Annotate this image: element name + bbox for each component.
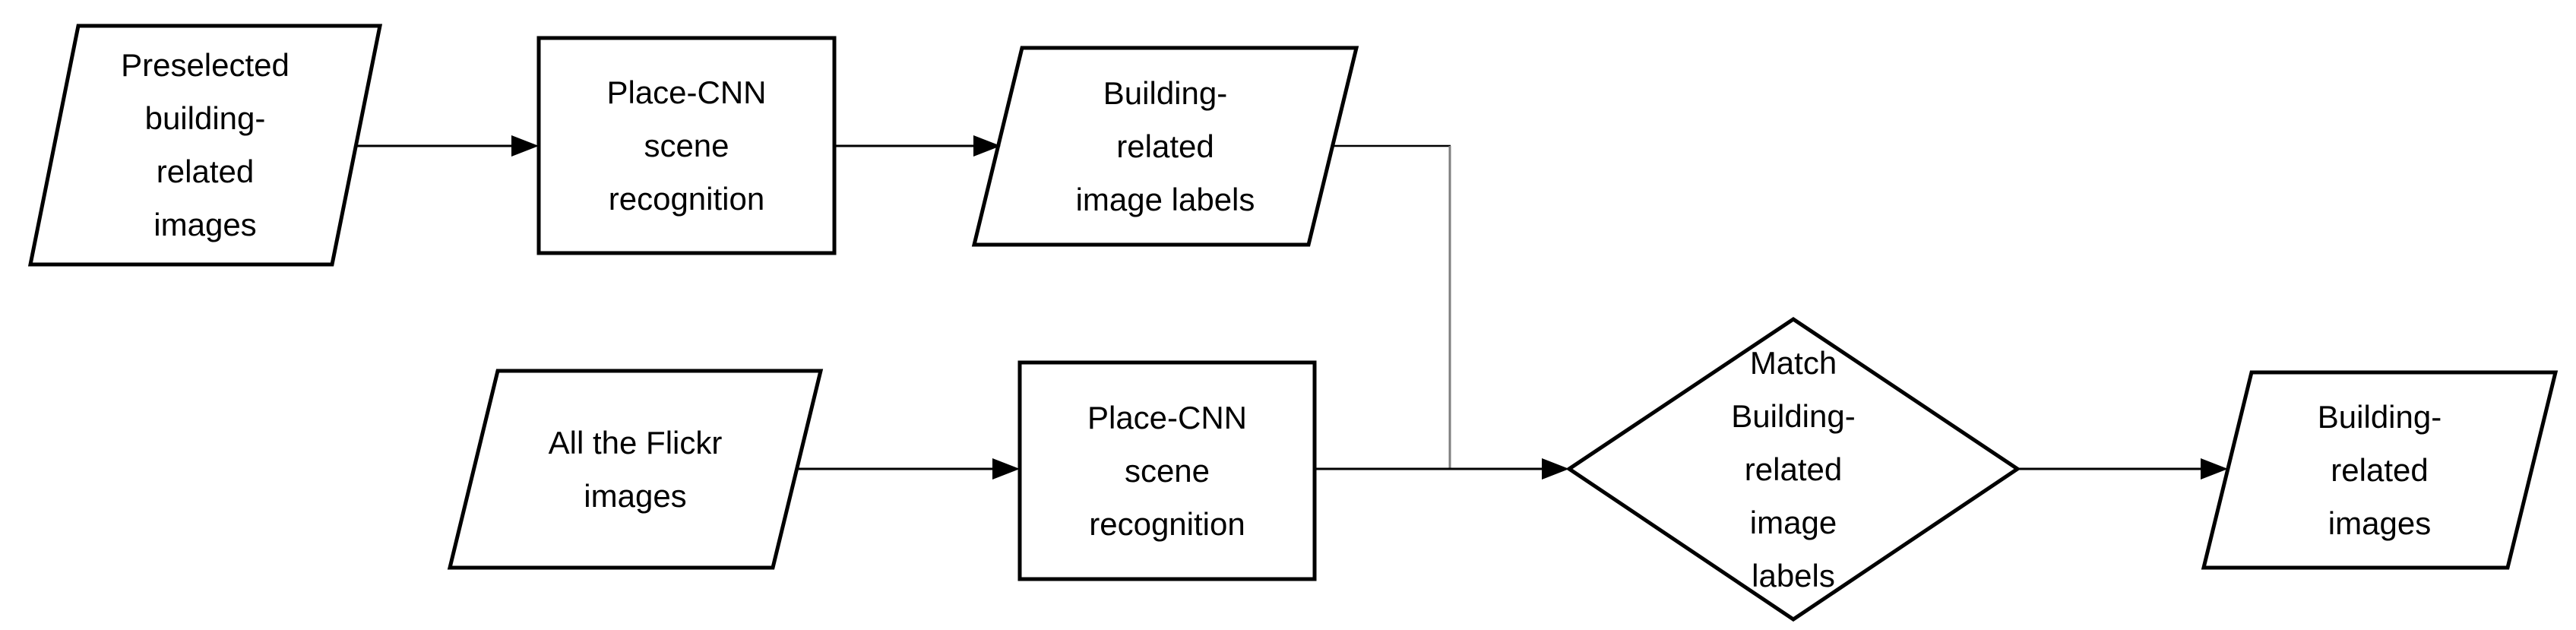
parallelogram-preselected-images xyxy=(27,24,383,267)
parallelogram-all-flickr-images xyxy=(447,369,824,570)
arrow-match-to-result-head xyxy=(2201,458,2228,480)
parallelogram-building-images-result xyxy=(2201,370,2559,570)
arrow-placecnn-to-match-head xyxy=(1542,458,1569,480)
arrow-placecnn-to-labels-head xyxy=(973,135,1001,157)
parallelogram-building-image-labels xyxy=(971,46,1359,247)
rectangle-place-cnn-top xyxy=(536,36,837,255)
arrow-flickr-to-placecnn-head xyxy=(992,458,1020,480)
arrow-preselected-to-placecnn-head xyxy=(511,135,539,157)
diamond-match-labels xyxy=(1565,316,2021,622)
rectangle-place-cnn-bottom xyxy=(1017,360,1317,581)
